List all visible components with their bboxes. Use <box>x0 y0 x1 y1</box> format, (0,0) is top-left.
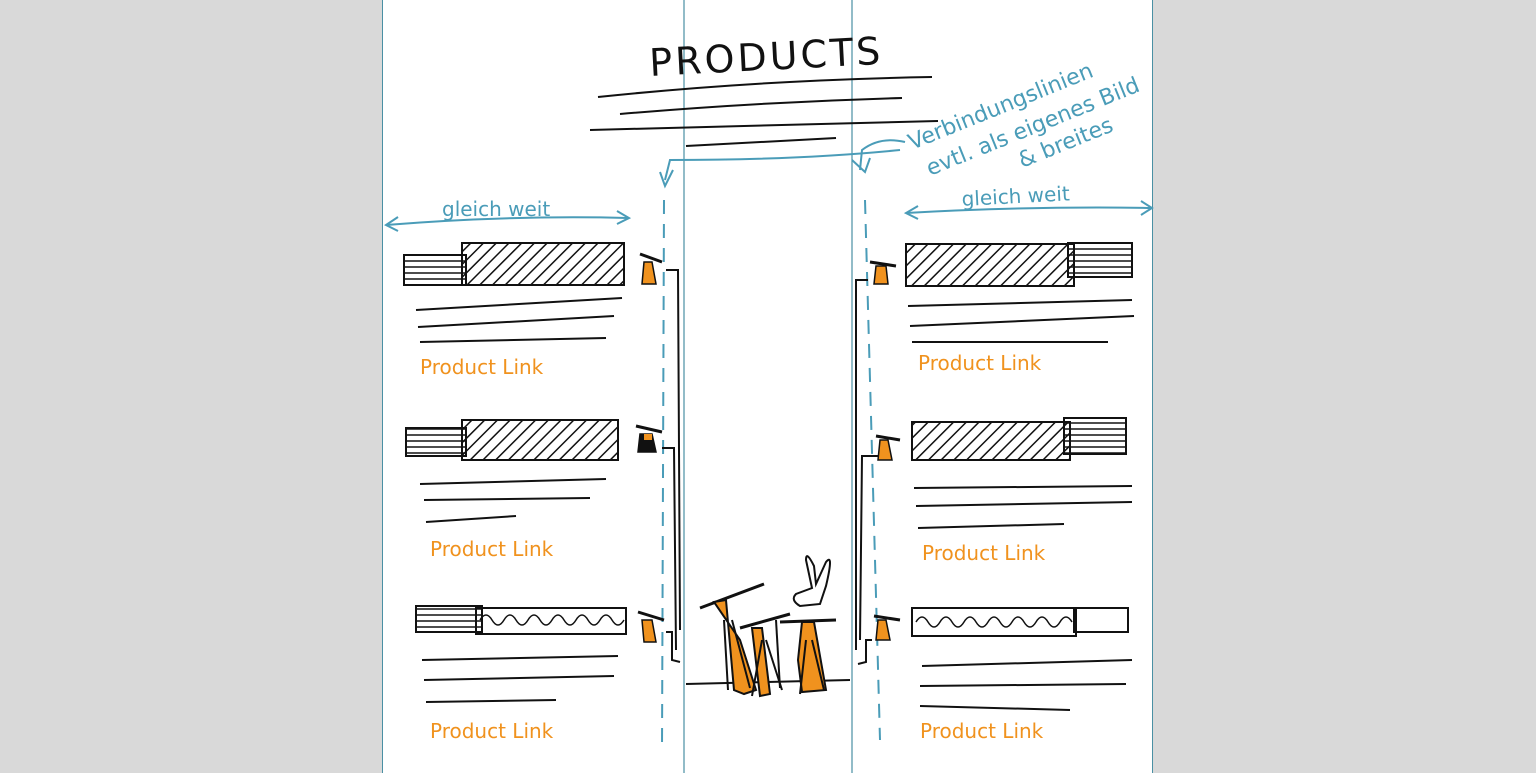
graduates-illustration <box>699 555 837 698</box>
product-title-bar <box>475 607 627 635</box>
product-image <box>403 254 467 286</box>
product-link[interactable]: Product Link <box>918 351 1042 375</box>
product-left-3: Product Link <box>415 605 665 743</box>
product-link[interactable]: Product Link <box>922 541 1046 565</box>
dashed-guides <box>661 199 881 751</box>
graduate-icon <box>873 614 901 641</box>
product-title-bar <box>905 243 1075 287</box>
connector-lines <box>662 269 884 685</box>
product-right-2: Product Link <box>875 417 1133 565</box>
product-link[interactable]: Product Link <box>420 355 544 379</box>
product-title-bar <box>461 242 625 286</box>
intro-text-lines <box>589 76 939 147</box>
product-link[interactable]: Product Link <box>430 537 554 561</box>
width-arrow-right <box>903 200 1154 220</box>
product-right-3: Product Link <box>873 607 1133 743</box>
product-link[interactable]: Product Link <box>920 719 1044 743</box>
product-image <box>1063 417 1127 455</box>
product-title-bar <box>911 421 1071 461</box>
width-label-right: gleich weit <box>961 181 1070 211</box>
annotation-arrows <box>659 139 906 189</box>
product-image <box>1067 242 1133 278</box>
graduate-icon <box>875 434 901 461</box>
product-image <box>1073 607 1129 633</box>
product-title-bar <box>461 419 619 461</box>
product-left-1: Product Link <box>403 242 663 379</box>
product-right-1: Product Link <box>869 242 1135 375</box>
graduate-icon <box>869 260 897 285</box>
graduate-icon <box>639 252 663 285</box>
product-image <box>415 605 483 633</box>
graduate-icon <box>637 610 665 643</box>
product-image <box>405 427 467 457</box>
annotation-note: Verbindungslinien evtl. als eigenes Bild… <box>905 59 1143 182</box>
product-link[interactable]: Product Link <box>430 719 554 743</box>
product-title-bar <box>911 607 1077 637</box>
width-arrow-left <box>384 210 632 232</box>
width-label-left: gleich weit <box>442 197 550 221</box>
graduate-icon <box>635 424 663 453</box>
product-left-2: Product Link <box>405 419 663 561</box>
column-guides <box>683 0 853 773</box>
